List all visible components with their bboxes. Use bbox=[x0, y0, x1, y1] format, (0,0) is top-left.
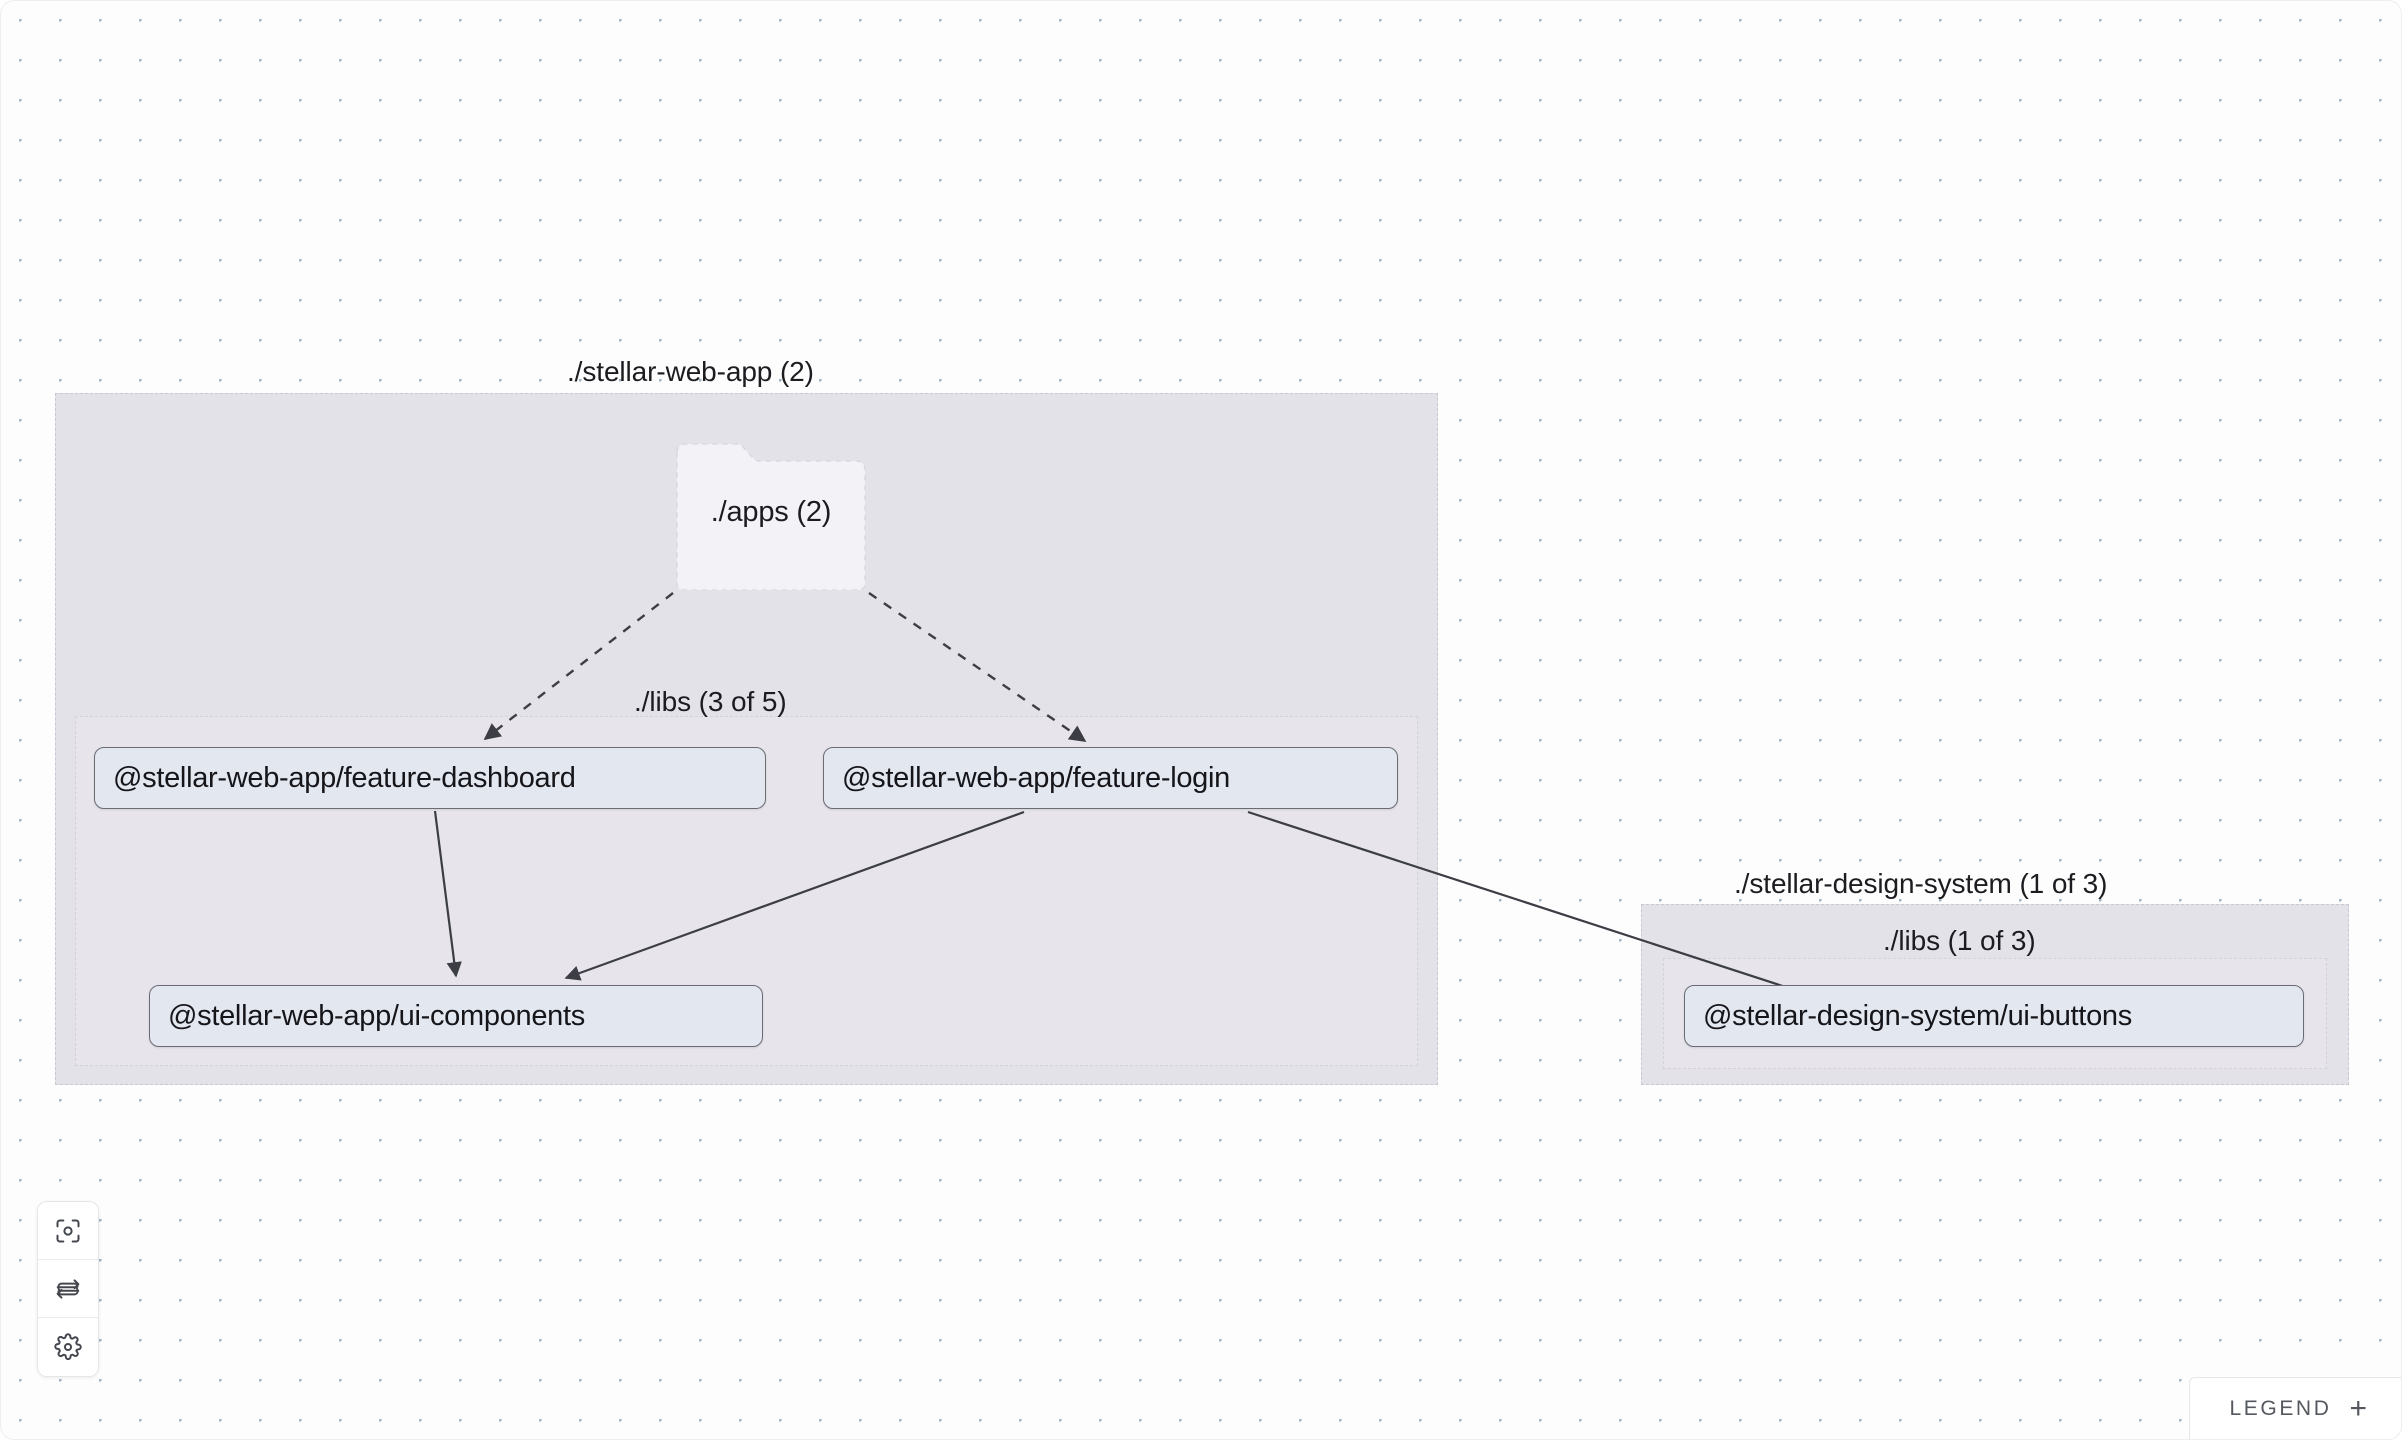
libs-label-stellar-web-app: ./libs (3 of 5) bbox=[634, 686, 787, 717]
legend-toggle[interactable]: LEGEND + bbox=[2188, 1377, 2401, 1439]
plus-icon: + bbox=[2349, 1391, 2367, 1425]
settings-button[interactable] bbox=[38, 1318, 98, 1376]
library-node-ui-components[interactable]: @stellar-web-app/ui-components bbox=[149, 985, 763, 1047]
refresh-button[interactable] bbox=[38, 1260, 98, 1318]
library-node-ui-buttons[interactable]: @stellar-design-system/ui-buttons bbox=[1684, 985, 2304, 1047]
gear-icon bbox=[54, 1333, 82, 1361]
focus-target-icon bbox=[56, 1219, 80, 1242]
project-label-stellar-web-app: ./stellar-web-app (2) bbox=[567, 356, 814, 387]
folder-apps[interactable]: ./apps (2) bbox=[671, 438, 871, 590]
canvas-controls[interactable] bbox=[37, 1201, 99, 1377]
folder-label-apps: ./apps (2) bbox=[710, 496, 832, 528]
refresh-sync-icon bbox=[56, 1278, 80, 1299]
focus-button[interactable] bbox=[38, 1202, 98, 1260]
library-node-label: @stellar-web-app/feature-login bbox=[842, 761, 1230, 794]
folder-shape-icon bbox=[676, 443, 866, 590]
legend-label: LEGEND bbox=[2229, 1396, 2332, 1420]
library-node-label: @stellar-web-app/ui-components bbox=[168, 999, 585, 1032]
library-node-feature-dashboard[interactable]: @stellar-web-app/feature-dashboard bbox=[94, 747, 766, 809]
library-node-feature-login[interactable]: @stellar-web-app/feature-login bbox=[823, 747, 1398, 809]
libs-label-stellar-design-system: ./libs (1 of 3) bbox=[1883, 925, 2036, 956]
library-node-label: @stellar-web-app/feature-dashboard bbox=[113, 761, 576, 794]
project-label-stellar-design-system: ./stellar-design-system (1 of 3) bbox=[1734, 868, 2108, 899]
library-node-label: @stellar-design-system/ui-buttons bbox=[1703, 999, 2132, 1032]
